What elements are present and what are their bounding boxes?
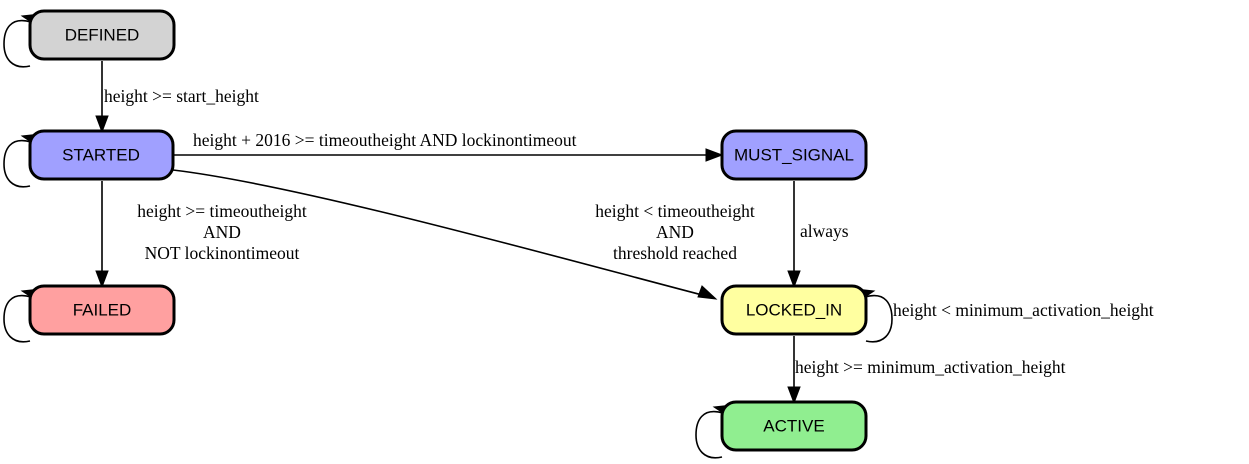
edge-started-to-must-signal[interactable] (174, 148, 724, 162)
state-node-must-signal[interactable]: MUST_SIGNAL (720, 129, 868, 181)
edge-defined-to-started[interactable] (95, 61, 109, 134)
edge-label-started-to-failed-line-3: NOT lockinontimeout (145, 243, 300, 263)
edge-label-started-to-locked-in-line-2: AND (656, 222, 694, 242)
edge-label-started-to-locked-in-line-1: height < timeoutheight (595, 201, 755, 221)
state-node-active-label: ACTIVE (763, 416, 824, 435)
state-node-failed-label: FAILED (73, 300, 132, 319)
edge-label-started-to-failed-line-2: AND (203, 222, 241, 242)
state-node-active[interactable]: ACTIVE (720, 400, 868, 452)
edge-must-signal-to-locked-in[interactable] (787, 181, 801, 289)
edge-label-must-signal-to-locked-in: always (800, 221, 849, 241)
edge-locked-in-to-active[interactable] (787, 336, 801, 405)
edge-label-started-to-failed-line-1: height >= timeoutheight (137, 201, 307, 221)
edge-label-defined-to-started: height >= start_height (104, 86, 259, 106)
edge-label-started-to-failed: height >= timeoutheight AND NOT lockinon… (137, 201, 307, 263)
state-node-locked-in[interactable]: LOCKED_IN (720, 284, 868, 336)
state-node-defined[interactable]: DEFINED (28, 9, 176, 61)
edge-label-started-to-locked-in: height < timeoutheight AND threshold rea… (595, 201, 755, 263)
edge-started-to-failed[interactable] (95, 181, 109, 289)
state-node-started-label: STARTED (62, 145, 140, 164)
edge-label-locked-in-to-active: height >= minimum_activation_height (795, 357, 1066, 377)
state-node-must-signal-label: MUST_SIGNAL (734, 145, 854, 164)
edge-started-to-locked-in[interactable] (172, 169, 718, 300)
state-node-failed[interactable]: FAILED (28, 284, 176, 336)
edge-label-started-to-locked-in-line-3: threshold reached (613, 243, 737, 263)
edge-label-started-to-must-signal: height + 2016 >= timeoutheight AND locki… (193, 130, 577, 150)
edge-label-locked-in-self-loop: height < minimum_activation_height (893, 300, 1154, 320)
state-node-locked-in-label: LOCKED_IN (746, 300, 842, 319)
state-node-defined-label: DEFINED (65, 25, 140, 44)
state-node-started[interactable]: STARTED (28, 129, 175, 181)
